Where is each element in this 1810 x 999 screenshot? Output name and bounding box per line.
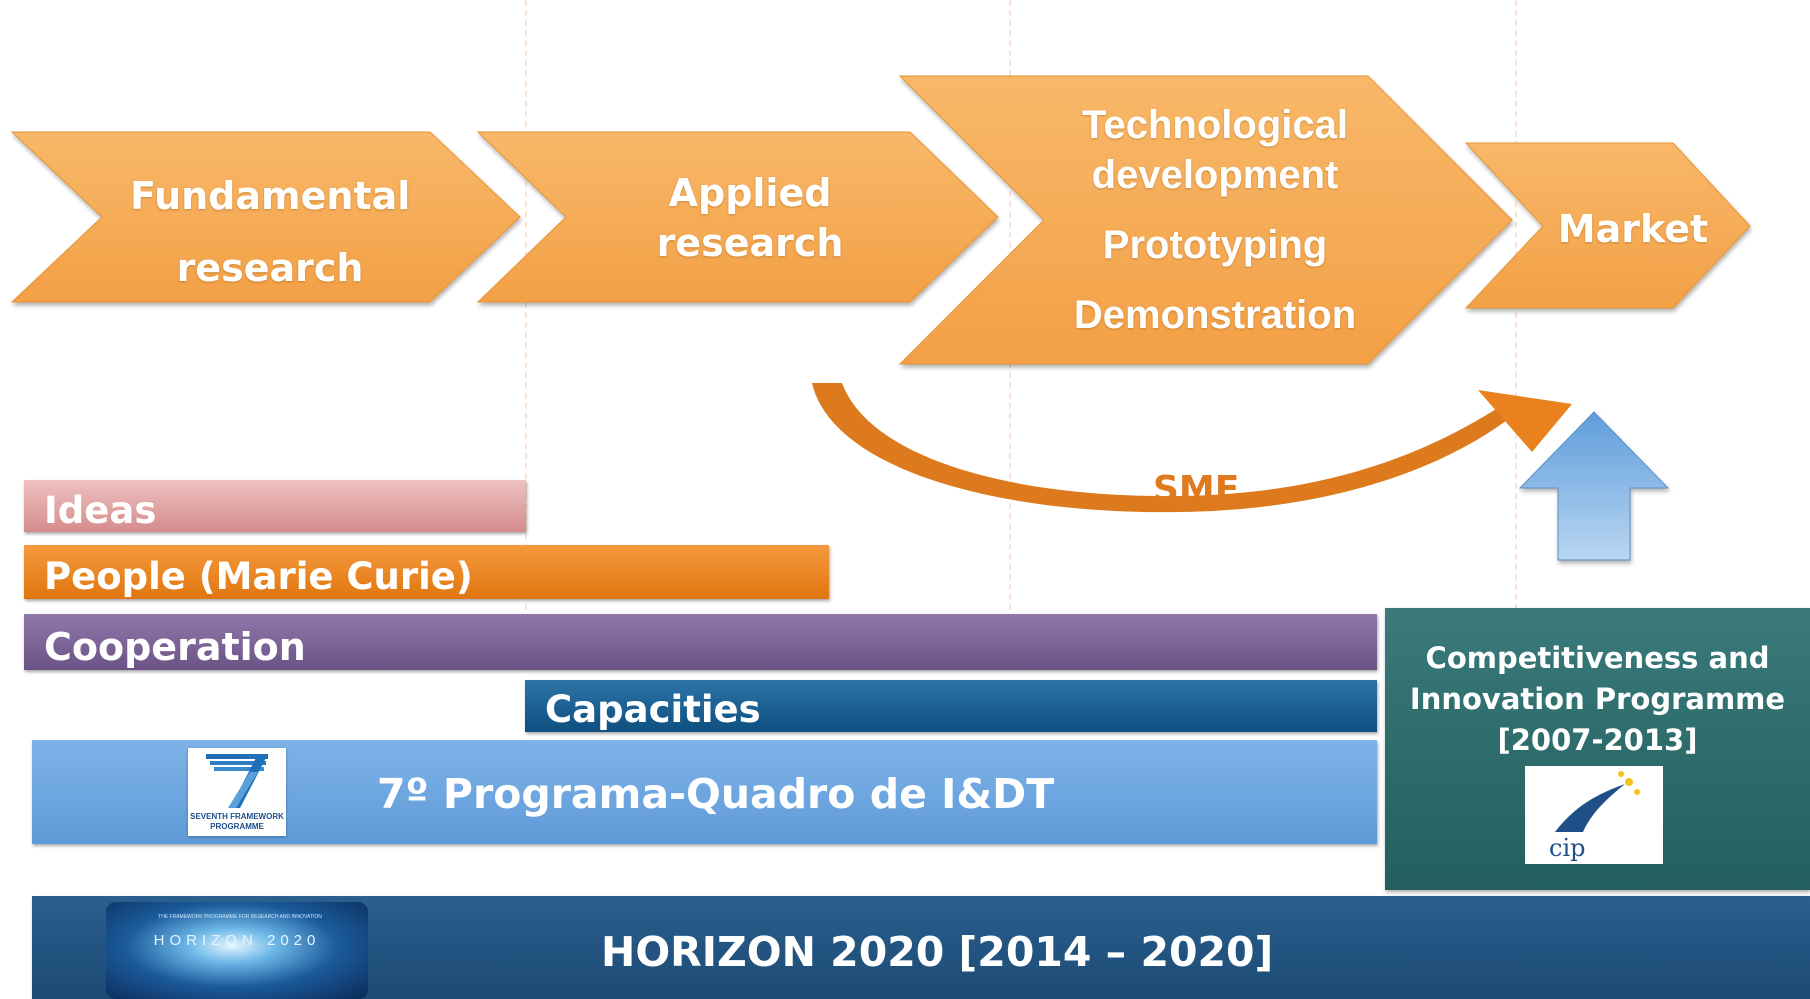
- stage-label: research: [656, 221, 844, 265]
- sme-curved-arrow: [812, 383, 1510, 513]
- stage-applied-research: Applied research: [620, 168, 880, 268]
- people-bar: People (Marie Curie): [24, 545, 829, 599]
- stage-label: Applied: [668, 171, 832, 215]
- chevron-applied-research: [476, 131, 999, 303]
- stage-divider: [1515, 0, 1517, 620]
- capacities-label: Capacities: [545, 688, 761, 731]
- ideas-bar: Ideas: [24, 480, 526, 532]
- fp7-logo: SEVENTH FRAMEWORK PROGRAMME: [188, 748, 286, 836]
- cip-box: Competitiveness and Innovation Programme…: [1385, 608, 1810, 890]
- cip-label-line: [2007-2013]: [1497, 723, 1698, 757]
- horizon-logo-text: HORIZON 2020: [153, 932, 321, 949]
- fp7-logo-text: PROGRAMME: [210, 822, 264, 831]
- stage-label: development: [1091, 153, 1339, 197]
- stage-label: Fundamental: [130, 174, 411, 218]
- cip-label: Competitiveness and Innovation Programme…: [1385, 638, 1810, 761]
- chevron-fundamental-research: [10, 131, 521, 303]
- stage-label: Market: [1557, 207, 1709, 251]
- fp7-seven-icon: [206, 754, 268, 808]
- stage-technological-development: Technological development Prototyping De…: [1060, 100, 1370, 340]
- fp7-logo-text: SEVENTH FRAMEWORK: [190, 812, 284, 821]
- sme-label: SME: [1153, 469, 1240, 510]
- cip-logo-text: cip: [1549, 834, 1586, 862]
- stage-fundamental-research: Fundamental research: [130, 160, 410, 304]
- chevron-market: [1464, 142, 1751, 309]
- horizon-label: HORIZON 2020 [2014 – 2020]: [601, 928, 1274, 976]
- cip-logo: cip: [1525, 766, 1663, 864]
- stage-market: Market: [1548, 204, 1718, 254]
- up-arrow-icon: [1518, 411, 1670, 561]
- cip-label-line: Competitiveness and: [1425, 641, 1770, 675]
- horizon-logo-tagline: THE FRAMEWORK PROGRAMME FOR RESEARCH AND…: [158, 914, 322, 920]
- stage-label: Demonstration: [1073, 293, 1357, 337]
- fp7-label: 7º Programa-Quadro de I&DT: [377, 770, 1055, 818]
- people-label: People (Marie Curie): [44, 555, 473, 598]
- ideas-label: Ideas: [44, 489, 157, 532]
- stage-label: Technological: [1082, 103, 1348, 147]
- sme-arrow-head: [1478, 390, 1572, 452]
- stage-label: Prototyping: [1102, 223, 1328, 267]
- cooperation-label: Cooperation: [44, 625, 306, 669]
- cooperation-bar: Cooperation: [24, 614, 1377, 670]
- capacities-bar: Capacities: [525, 680, 1377, 732]
- chevron-technological-development: [898, 75, 1513, 365]
- cip-label-line: Innovation Programme: [1409, 682, 1786, 716]
- horizon-2020-logo: THE FRAMEWORK PROGRAMME FOR RESEARCH AND…: [106, 902, 368, 999]
- stage-divider: [525, 0, 527, 620]
- stage-label: research: [176, 246, 364, 290]
- cip-runner-icon: [1555, 771, 1640, 832]
